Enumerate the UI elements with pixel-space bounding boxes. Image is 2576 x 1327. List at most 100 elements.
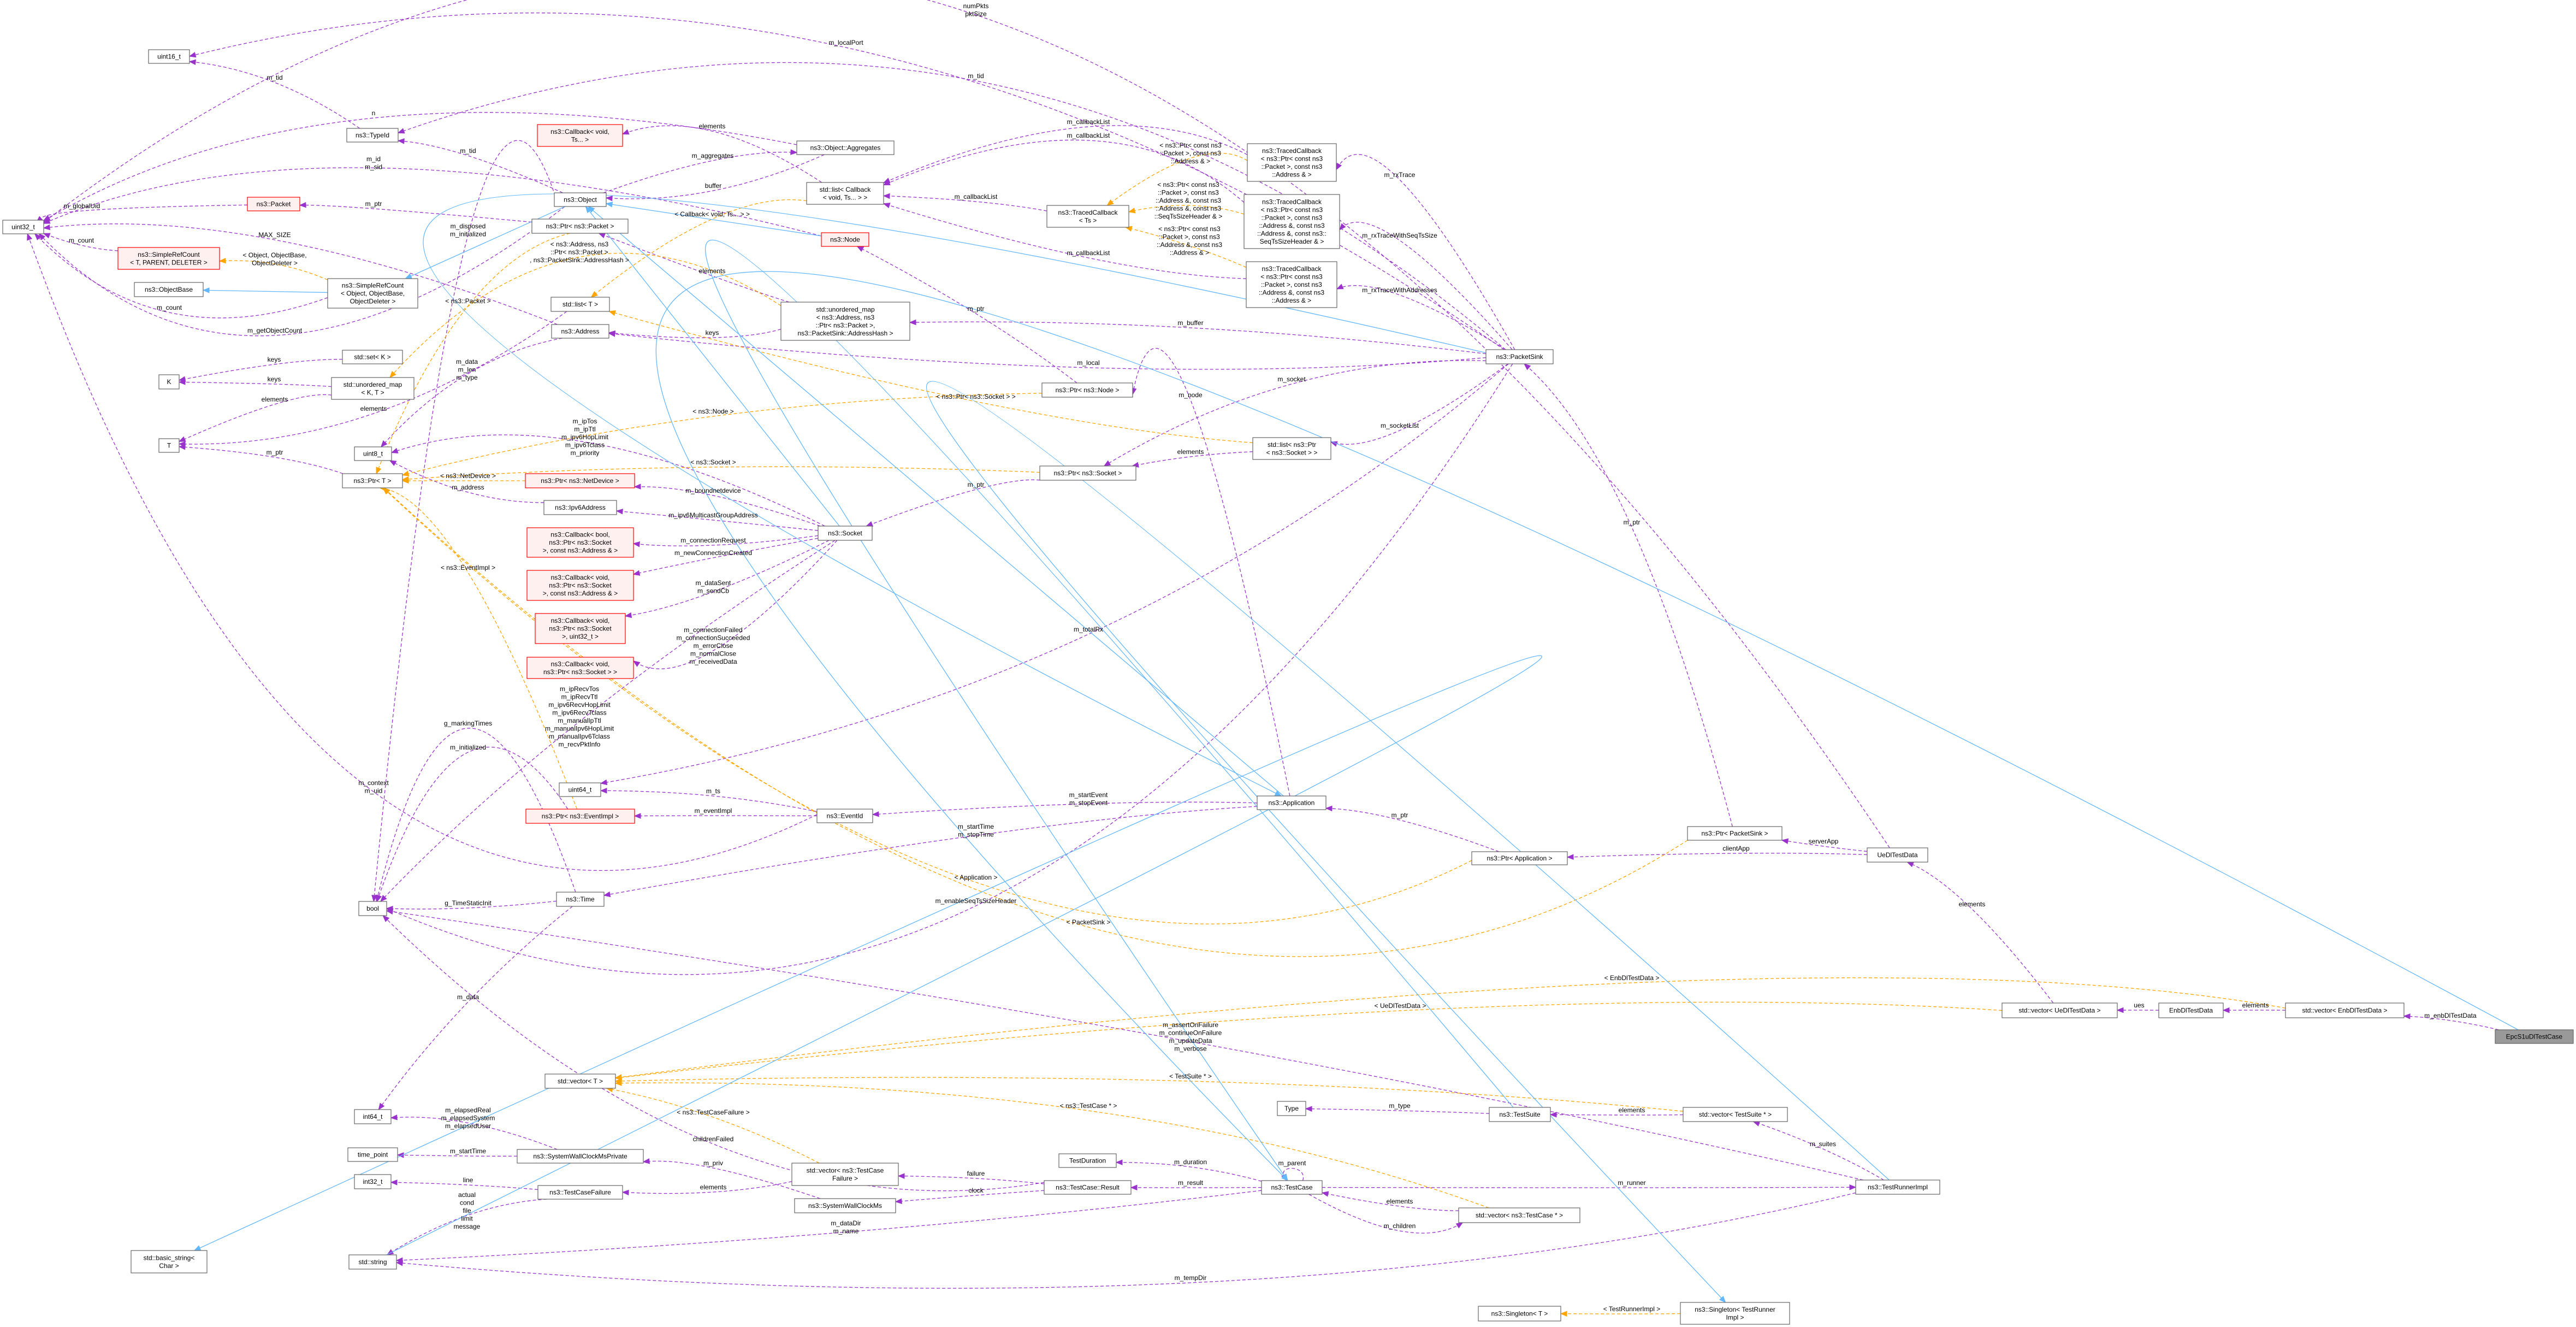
class-node-socket[interactable]: ns3::Socket: [818, 526, 873, 541]
node-label: < T, PARENT, DELETER >: [130, 258, 208, 266]
edge-label: elements: [699, 122, 726, 130]
edge-member-epc-to-vecEnb: [2403, 1016, 2499, 1030]
class-node-ptrNetDev[interactable]: ns3::Ptr< ns3::NetDevice >: [525, 473, 635, 488]
class-node-enbDl[interactable]: EnbDlTestData: [2158, 1002, 2224, 1018]
class-node-listPtrSocket[interactable]: std::list< ns3::Ptr< ns3::Socket > >: [1252, 437, 1331, 460]
class-node-epc[interactable]: EpcS1uDlTestCase: [2495, 1029, 2574, 1044]
class-node-singletonRunner[interactable]: ns3::Singleton< TestRunnerImpl >: [1680, 1302, 1790, 1325]
edge-member-ptrSink-to-packetSink: [1524, 363, 1733, 827]
class-node-aggregates[interactable]: ns3::Object::Aggregates: [796, 140, 895, 155]
class-node-vecUe[interactable]: std::vector< UeDlTestData >: [2001, 1002, 2118, 1018]
class-node-cblist[interactable]: std::list< Callback< void, Ts... > >: [806, 182, 884, 205]
class-node-node[interactable]: ns3::Node: [821, 232, 869, 247]
class-node-ipv6[interactable]: ns3::Ipv6Address: [543, 500, 617, 515]
class-node-objectbase[interactable]: ns3::ObjectBase: [134, 282, 204, 297]
class-node-umapAddr[interactable]: std::unordered_map< ns3::Address, ns3::P…: [780, 302, 910, 341]
class-node-vecSuite[interactable]: std::vector< TestSuite * >: [1683, 1107, 1788, 1122]
class-node-application[interactable]: ns3::Application: [1257, 795, 1327, 810]
class-node-bool[interactable]: bool: [358, 901, 387, 916]
arrowhead-icon: [383, 487, 390, 494]
class-node-testCase[interactable]: ns3::TestCase: [1261, 1180, 1323, 1195]
class-node-vecFailure[interactable]: std::vector< ns3::TestCaseFailure >: [791, 1163, 899, 1186]
class-node-tc1[interactable]: ns3::TracedCallback< ns3::Ptr< const ns3…: [1247, 143, 1337, 182]
edge-label: m_id: [366, 155, 381, 163]
class-node-time[interactable]: ns3::Time: [556, 892, 605, 907]
node-box: [535, 613, 626, 644]
edge-inheritance-epc-to-testCase: [655, 271, 2519, 1181]
edge-member-application-to-ptrNode: [1132, 347, 1290, 797]
arrowhead-icon: [1305, 1106, 1312, 1112]
class-node-tcFailure[interactable]: ns3::TestCaseFailure: [537, 1185, 623, 1200]
class-node-basicString[interactable]: std::basic_string<Char >: [131, 1250, 208, 1273]
class-node-int64[interactable]: int64_t: [354, 1109, 392, 1124]
node-label: ns3::Application: [1269, 799, 1315, 807]
class-node-vecCase[interactable]: std::vector< ns3::TestCase * >: [1458, 1207, 1580, 1223]
class-node-ptrApp[interactable]: ns3::Ptr< Application >: [1471, 851, 1568, 865]
class-node-string[interactable]: std::string: [348, 1254, 397, 1270]
class-node-ptrpacket[interactable]: ns3::Ptr< ns3::Packet >: [531, 219, 629, 234]
edge-label: m_startTime: [450, 1147, 487, 1155]
class-node-cbVoidU32[interactable]: ns3::Callback< void,ns3::Ptr< ns3::Socke…: [535, 613, 626, 644]
edge-label: m_dataSent: [696, 579, 731, 587]
class-node-timepoint[interactable]: time_point: [347, 1147, 398, 1162]
class-node-ptrT[interactable]: ns3::Ptr< T >: [342, 473, 403, 488]
edge-label: m_ts: [706, 787, 720, 795]
class-node-ptrSocket[interactable]: ns3::Ptr< ns3::Socket >: [1039, 465, 1136, 481]
class-node-uint32[interactable]: uint32_t: [2, 220, 44, 234]
class-node-umapKT[interactable]: std::unordered_map< K, T >: [331, 377, 414, 400]
class-node-tc2[interactable]: ns3::TracedCallback< ns3::Ptr< const ns3…: [1243, 194, 1340, 249]
class-node-result[interactable]: ns3::TestCase::Result: [1044, 1180, 1132, 1195]
inheritance-arrowhead-icon: [202, 287, 210, 293]
class-node-cbBool[interactable]: ns3::Callback< bool,ns3::Ptr< ns3::Socke…: [526, 527, 634, 558]
class-node-srcObj[interactable]: ns3::SimpleRefCount< Object, ObjectBase,…: [327, 278, 418, 309]
class-node-typeid[interactable]: ns3::TypeId: [346, 128, 399, 143]
class-node-singletonT[interactable]: ns3::Singleton< T >: [1478, 1306, 1561, 1322]
class-node-address[interactable]: ns3::Address: [551, 324, 609, 339]
class-node-testDuration[interactable]: TestDuration: [1058, 1153, 1117, 1168]
class-node-type[interactable]: Type: [1277, 1101, 1306, 1116]
node-label: ns3::TestCase::Result: [1056, 1184, 1120, 1192]
edge-label: serverApp: [1809, 838, 1839, 845]
class-node-cbVoidSock[interactable]: ns3::Callback< void,ns3::Ptr< ns3::Socke…: [526, 657, 634, 679]
class-node-eventid[interactable]: ns3::EventId: [816, 809, 873, 823]
edge-label: m_count: [157, 304, 182, 311]
edge-label: m_startTime: [958, 823, 994, 830]
class-node-packetSink[interactable]: ns3::PacketSink: [1485, 349, 1554, 364]
class-node-uint64[interactable]: uint64_t: [559, 782, 601, 797]
node-label: ns3::Ptr< ns3::Socket > >: [543, 668, 617, 676]
class-node-swcPriv[interactable]: ns3::SystemWallClockMsPrivate: [517, 1149, 644, 1164]
class-node-ptrNode[interactable]: ns3::Ptr< ns3::Node >: [1041, 382, 1133, 398]
edge-label: m_boundnetdevice: [685, 487, 741, 494]
node-label: Failure >: [832, 1175, 858, 1182]
class-node-cbVoidAddr[interactable]: ns3::Callback< void,ns3::Ptr< ns3::Socke…: [526, 570, 634, 601]
class-node-object[interactable]: ns3::Object: [554, 192, 607, 207]
edge-member-testCase-to-string: [396, 1190, 1262, 1261]
class-node-swcMs[interactable]: ns3::SystemWallClockMs: [794, 1198, 896, 1213]
class-node-srcT[interactable]: ns3::SimpleRefCount< T, PARENT, DELETER …: [117, 247, 220, 270]
class-node-setK[interactable]: std::set< K >: [342, 350, 403, 364]
class-node-ptrSink[interactable]: ns3::Ptr< PacketSink >: [1687, 826, 1783, 841]
node-box: [791, 1163, 899, 1186]
class-node-vecEnb[interactable]: std::vector< EnbDlTestData >: [2285, 1002, 2405, 1018]
class-node-runnerImpl[interactable]: ns3::TestRunnerImpl: [1855, 1179, 1940, 1195]
class-node-cbvoid[interactable]: ns3::Callback< void,Ts... >: [537, 124, 623, 147]
class-node-ptrEvent[interactable]: ns3::Ptr< ns3::EventImpl >: [525, 809, 635, 824]
node-label: TestDuration: [1069, 1157, 1106, 1165]
class-node-K[interactable]: K: [158, 374, 180, 390]
class-node-tcTs[interactable]: ns3::TracedCallback< Ts >: [1046, 205, 1129, 228]
class-node-uint16[interactable]: uint16_t: [148, 49, 190, 64]
node-box: [346, 128, 399, 143]
class-node-vectorT[interactable]: std::vector< T >: [544, 1074, 616, 1089]
node-label: ObjectDeleter >: [350, 298, 396, 305]
edge-member-srcT-to-uint32: [43, 233, 119, 251]
class-node-testSuite[interactable]: ns3::TestSuite: [1489, 1107, 1551, 1122]
edge-label: ues: [2134, 1001, 2144, 1009]
arrowhead-icon: [1566, 854, 1574, 860]
class-node-ueDl[interactable]: UeDlTestData: [1867, 847, 1928, 863]
class-node-T[interactable]: T: [158, 438, 180, 453]
class-node-listT[interactable]: std::list< T >: [550, 297, 610, 312]
class-node-tc3[interactable]: ns3::TracedCallback< ns3::Ptr< const ns3…: [1246, 261, 1337, 308]
class-node-packet[interactable]: ns3::Packet: [247, 197, 300, 211]
class-node-int32[interactable]: int32_t: [354, 1174, 392, 1189]
class-node-uint8[interactable]: uint8_t: [354, 446, 392, 461]
